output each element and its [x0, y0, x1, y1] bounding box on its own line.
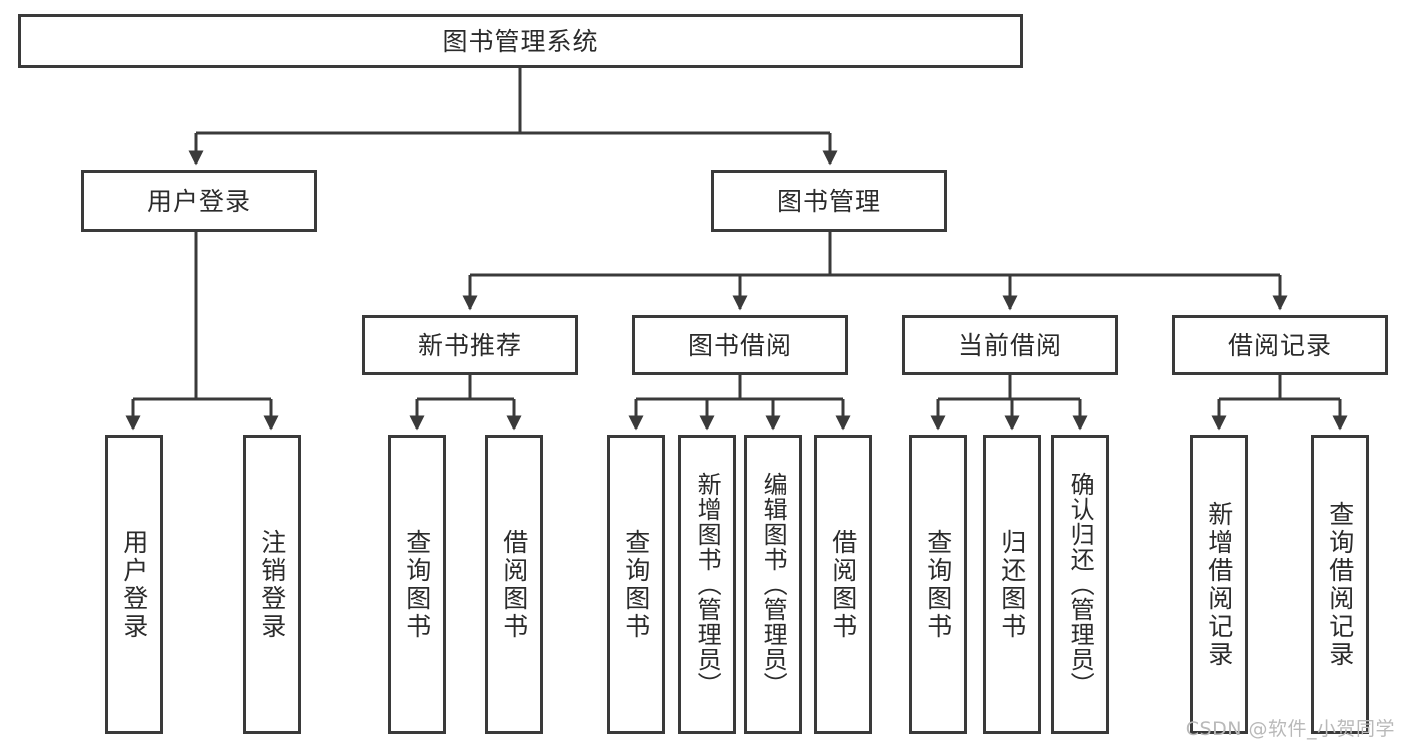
node-leaf-user-login[interactable]: 用户登录: [105, 435, 163, 734]
node-user-login[interactable]: 用户登录: [81, 170, 317, 232]
node-leaf-query-book-3-label: 查询图书: [923, 528, 953, 641]
node-leaf-edit-book-label: 编辑图书（管理员）: [759, 472, 788, 697]
node-leaf-add-record-label: 新增借阅记录: [1204, 500, 1234, 669]
node-user-login-label: 用户登录: [146, 186, 251, 216]
node-new-book-rec[interactable]: 新书推荐: [362, 315, 578, 375]
node-leaf-borrow-book-2-label: 借阅图书: [828, 528, 858, 641]
node-leaf-query-book-1-label: 查询图书: [402, 528, 432, 641]
node-book-borrow-label: 图书借阅: [687, 330, 792, 360]
node-leaf-query-record[interactable]: 查询借阅记录: [1311, 435, 1369, 734]
node-leaf-confirm-return-label: 确认归还（管理员）: [1066, 472, 1095, 697]
node-book-manage[interactable]: 图书管理: [711, 170, 947, 232]
node-leaf-add-record[interactable]: 新增借阅记录: [1190, 435, 1248, 734]
node-leaf-user-login-label: 用户登录: [119, 528, 149, 641]
node-leaf-return-book[interactable]: 归还图书: [983, 435, 1041, 734]
node-leaf-confirm-return[interactable]: 确认归还（管理员）: [1051, 435, 1109, 734]
node-borrow-record-label: 借阅记录: [1227, 330, 1332, 360]
node-book-manage-label: 图书管理: [776, 186, 881, 216]
node-leaf-return-book-label: 归还图书: [997, 528, 1027, 641]
node-leaf-query-record-label: 查询借阅记录: [1325, 500, 1355, 669]
node-leaf-borrow-book-1-label: 借阅图书: [499, 528, 529, 641]
node-leaf-borrow-book-1[interactable]: 借阅图书: [485, 435, 543, 734]
node-current-borrow-label: 当前借阅: [957, 330, 1062, 360]
node-leaf-query-book-3[interactable]: 查询图书: [909, 435, 967, 734]
node-borrow-record[interactable]: 借阅记录: [1172, 315, 1388, 375]
node-leaf-logout-label: 注销登录: [257, 528, 287, 641]
node-leaf-add-book[interactable]: 新增图书（管理员）: [678, 435, 736, 734]
node-leaf-query-book-2[interactable]: 查询图书: [607, 435, 665, 734]
node-current-borrow[interactable]: 当前借阅: [902, 315, 1118, 375]
node-root[interactable]: 图书管理系统: [18, 14, 1023, 68]
node-leaf-edit-book[interactable]: 编辑图书（管理员）: [744, 435, 802, 734]
node-new-book-rec-label: 新书推荐: [417, 330, 522, 360]
node-leaf-query-book-1[interactable]: 查询图书: [388, 435, 446, 734]
node-root-label: 图书管理系统: [442, 26, 599, 56]
node-leaf-borrow-book-2[interactable]: 借阅图书: [814, 435, 872, 734]
node-leaf-logout[interactable]: 注销登录: [243, 435, 301, 734]
node-leaf-add-book-label: 新增图书（管理员）: [693, 472, 722, 697]
node-leaf-query-book-2-label: 查询图书: [621, 528, 651, 641]
csdn-watermark: CSDN @软件_小贺同学: [1185, 718, 1395, 740]
node-book-borrow[interactable]: 图书借阅: [632, 315, 848, 375]
